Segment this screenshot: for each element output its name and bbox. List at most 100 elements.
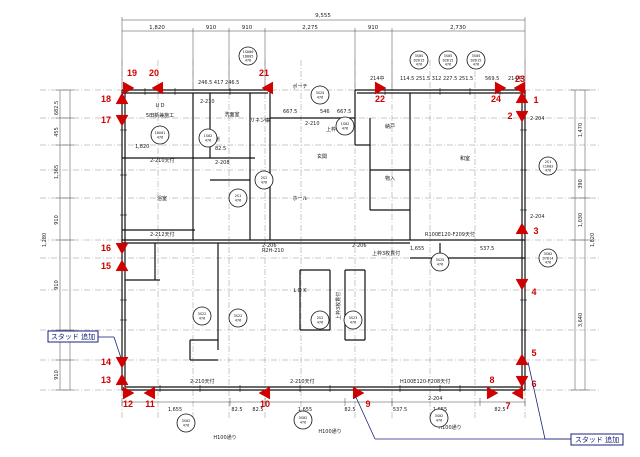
right-dim-3: 1,030 [578, 213, 584, 227]
circle-callout-text: 476 [205, 139, 212, 143]
stud-marker-triangle [115, 373, 129, 386]
left-dim-7: 910 [54, 370, 60, 380]
stud-marker-number: 6 [531, 379, 536, 389]
top-dim-6: 2,730 [450, 25, 466, 31]
circle-callout-text: 3S25 [436, 258, 445, 262]
left-dim-1: 682.5 [54, 101, 60, 115]
left-dim-5: 1,280 [42, 233, 48, 247]
stud-marker-triangle [515, 375, 529, 388]
stud-marker-number: 3 [533, 226, 538, 236]
stud-marker-triangle [115, 92, 129, 105]
stud-marker-triangle [258, 386, 271, 400]
room-ud: U D [155, 103, 164, 109]
stud-marker-14: 14 [101, 356, 129, 369]
circle-callouts: 1S0001D8054763S0SD26154763S05D26154763S0… [150, 46, 558, 433]
circle-callout-text: D2615 [443, 58, 454, 62]
circle-callout-text: 476 [261, 181, 268, 185]
room-bath: 浴室 [157, 195, 167, 202]
right-dim-1: 1,470 [578, 123, 584, 137]
wall-label: R100E120-F209天付 [425, 231, 475, 238]
wall-label: 2-204 [530, 116, 545, 122]
stud-marker-number: 4 [531, 287, 536, 297]
wall-label: 2-210 [305, 121, 320, 127]
stud-marker-21: 21 [259, 68, 274, 95]
wall-label: 2-210天付 [150, 157, 175, 164]
circle-callout-text: 476 [317, 321, 324, 325]
room-washing: 和室 [460, 155, 470, 162]
stud-marker-triangle [352, 386, 365, 400]
stud-marker-triangle [143, 386, 156, 400]
circle-callout-text: C1602 [543, 164, 554, 168]
top-dim-5: 910 [368, 25, 379, 31]
room-hall: ホール [292, 196, 307, 202]
stud-marker-19: 19 [122, 68, 137, 95]
stud-marker-triangle [115, 242, 129, 255]
bottom-dim: 82.5 [252, 407, 263, 413]
stud-marker-number: 16 [101, 243, 111, 253]
wall-label: R2H-210 [262, 248, 284, 254]
beam-note: 上枠3枚貫付 [335, 292, 342, 320]
left-dim-2: 455 [54, 127, 60, 137]
stud-marker-1: 1 [515, 91, 539, 105]
room-storage: 物入 [385, 175, 395, 182]
stud-marker-3: 3 [515, 222, 539, 236]
stud-marker-triangle [515, 91, 529, 104]
circle-callout-text: 3S25 [316, 91, 325, 95]
circle-callout-text: 476 [157, 136, 164, 140]
stud-marker-11: 11 [143, 386, 156, 409]
circle-callout-text: D2615 [414, 58, 425, 62]
beam-note: 上枠3枚貫付 [372, 250, 400, 257]
wall-label: 2-204 [530, 214, 545, 220]
bottom-note: H100通り [438, 424, 461, 431]
wall-label: 2-206 [262, 243, 277, 249]
room-porch: ポーチ [292, 83, 307, 90]
wall-label: 2-208 [215, 160, 230, 166]
circle-callout-text: 3S05 [472, 54, 481, 58]
left-dim-4: 910 [54, 215, 60, 225]
circle-callout-text: 476 [350, 321, 357, 325]
stud-marker-24: 24 [491, 81, 507, 104]
wall-label: 2-212天付 [150, 231, 175, 238]
circle-callout-text: 3S0S [415, 54, 424, 58]
bottom-dim: 537.5 [393, 407, 407, 413]
room-linen: リネン庫 [250, 117, 270, 124]
stud-marker-triangle [511, 386, 524, 400]
stud-marker-number: 2 [507, 111, 512, 121]
stud-marker-13: 13 [101, 373, 129, 386]
stud-marker-triangle [494, 81, 507, 95]
stud-marker-number: 22 [375, 94, 385, 104]
stud-marker-triangle [122, 386, 135, 400]
circle-callout-text: 3S05 [444, 54, 453, 58]
stud-marker-20: 20 [149, 68, 164, 95]
stud-marker-triangle [515, 353, 529, 366]
wall-label: 2-210 [200, 99, 215, 105]
stud-marker-number: 7 [505, 401, 510, 411]
stud-marker-15: 15 [101, 259, 129, 272]
circle-callout-text: 476 [183, 424, 190, 428]
inner-dim: 537.5 [480, 246, 494, 252]
circle-callout-text: 476 [199, 317, 206, 321]
inner-dim: 214中 [508, 75, 523, 82]
circle-callout-text: 1S000 [243, 50, 254, 54]
circle-callout-text: 3S02 [299, 416, 308, 420]
stud-marker-9: 9 [352, 386, 371, 409]
inner-dim: 1,820 [135, 144, 149, 150]
stud-marker-5: 5 [515, 348, 537, 366]
stud-marker-8: 8 [486, 375, 499, 400]
circle-callout-text: 476 [473, 63, 480, 67]
stud-marker-17: 17 [101, 114, 129, 127]
stud-marker-number: 18 [101, 94, 111, 104]
bottom-dim: 1,655 [298, 407, 312, 413]
stud-marker-number: 12 [123, 399, 133, 409]
inner-dim: 214中 [370, 75, 385, 82]
